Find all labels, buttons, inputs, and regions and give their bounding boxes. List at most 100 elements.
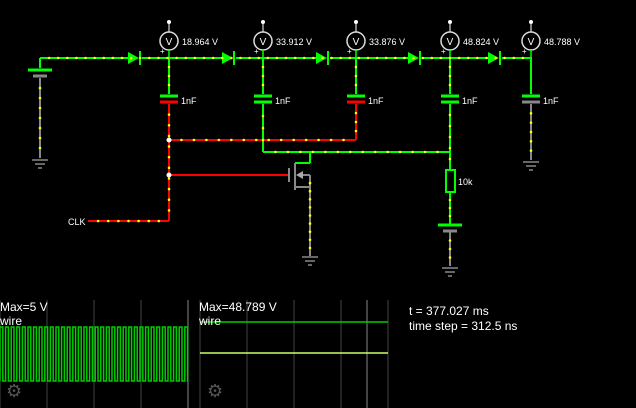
current-dots <box>38 56 533 259</box>
current-dot <box>38 146 42 150</box>
current-dot <box>175 56 178 60</box>
voltmeter-5[interactable]: V + 48.788 V <box>521 20 580 58</box>
current-dot <box>148 56 151 60</box>
capacitor-label: 1nF <box>275 96 291 106</box>
current-dot <box>261 126 265 130</box>
diode-icon[interactable] <box>488 51 501 65</box>
current-dot <box>167 145 171 148</box>
current-dot <box>230 56 233 60</box>
current-dot <box>354 65 358 69</box>
current-dot <box>354 120 358 124</box>
voltmeter-4[interactable]: V + 48.824 V <box>440 20 499 58</box>
current-dot <box>529 149 533 152</box>
current-dot <box>529 130 533 134</box>
current-dot <box>448 74 452 78</box>
load-capacitor[interactable] <box>438 223 462 266</box>
current-dot <box>421 56 424 60</box>
gear-icon[interactable]: ⚙ <box>207 381 224 401</box>
capacitor-3[interactable]: 1nF <box>347 94 384 106</box>
current-dot <box>330 56 333 60</box>
current-dot <box>308 181 312 185</box>
mosfet-icon[interactable] <box>288 163 311 256</box>
current-dot <box>448 247 452 251</box>
current-dot <box>202 56 206 60</box>
current-dot <box>373 150 377 154</box>
voltmeter-reading: 48.824 V <box>463 37 499 47</box>
current-dot <box>503 56 506 60</box>
resistor-10k[interactable]: 10k <box>445 169 473 193</box>
current-dot <box>292 138 295 142</box>
current-dot <box>512 56 516 60</box>
voltage-source[interactable] <box>28 68 52 158</box>
current-dot <box>476 56 479 60</box>
current-dot <box>448 214 452 218</box>
current-dot <box>284 56 288 60</box>
current-dot <box>47 56 51 60</box>
current-dot <box>448 124 452 128</box>
current-dot <box>167 123 171 127</box>
scope-grid <box>0 300 389 408</box>
ground-icon <box>302 256 318 266</box>
circuit-canvas[interactable]: V + 18.964 V V + 33.912 V V + 33.876 V V… <box>0 0 636 300</box>
current-dot <box>167 65 171 69</box>
current-dot <box>485 56 488 60</box>
current-dot <box>242 138 246 142</box>
current-dot <box>384 56 388 60</box>
capacitor-2[interactable]: 1nF <box>254 94 291 106</box>
current-dot <box>312 56 315 60</box>
current-dot <box>448 83 452 87</box>
current-dot <box>261 83 265 87</box>
current-dot <box>184 56 188 60</box>
current-dot <box>348 150 352 154</box>
svg-text:+: + <box>160 47 165 56</box>
current-dot <box>38 86 42 90</box>
current-dot <box>448 239 452 242</box>
current-dot <box>448 206 452 210</box>
current-dot <box>321 56 324 60</box>
square-wave-path <box>0 326 189 382</box>
current-dot <box>84 56 87 60</box>
diode-icon[interactable] <box>128 51 141 65</box>
current-dot <box>261 138 265 142</box>
diode-icon[interactable] <box>222 51 235 65</box>
current-dot <box>167 83 171 87</box>
gear-icon[interactable]: ⚙ <box>6 381 23 401</box>
capacitor-label: 1nF <box>181 96 197 106</box>
resistor-label: 10k <box>458 177 473 187</box>
scope-panel[interactable]: Max=5 V wire Max=48.789 V wire t = 377.0… <box>0 300 636 408</box>
voltmeter-3[interactable]: V + 33.876 V <box>346 20 405 58</box>
current-dot <box>117 219 120 223</box>
current-dot <box>274 150 277 154</box>
current-dot <box>494 56 497 60</box>
current-dot <box>311 150 315 154</box>
current-dot <box>248 56 251 60</box>
current-dot <box>111 56 115 60</box>
current-dot <box>308 230 312 233</box>
current-dot <box>336 150 340 154</box>
svg-text:+: + <box>441 47 446 56</box>
capacitor-label: 1nF <box>368 96 384 106</box>
current-dot <box>308 189 312 193</box>
svg-text:+: + <box>522 47 527 56</box>
current-dot <box>167 166 171 170</box>
capacitor-1[interactable]: 1nF <box>160 94 197 106</box>
current-dot <box>147 219 151 223</box>
current-dot <box>293 56 297 60</box>
current-dot <box>412 56 415 60</box>
voltmeter-2[interactable]: V + 33.912 V <box>253 20 312 58</box>
current-dot <box>357 56 361 60</box>
current-dot <box>329 138 333 142</box>
scope1-wire-label: wire <box>0 314 23 328</box>
current-dot <box>348 56 352 60</box>
capacitor-5[interactable]: 1nF <box>522 94 559 106</box>
current-dot <box>299 150 302 154</box>
current-dot <box>157 219 161 223</box>
current-dot <box>38 106 42 110</box>
capacitor-4[interactable]: 1nF <box>441 94 478 106</box>
current-dot <box>411 150 414 154</box>
voltmeter-1[interactable]: V + 18.964 V <box>159 20 218 58</box>
current-dot <box>193 56 197 60</box>
current-dot <box>66 56 69 60</box>
current-dot <box>521 56 525 60</box>
current-dot <box>120 56 124 60</box>
